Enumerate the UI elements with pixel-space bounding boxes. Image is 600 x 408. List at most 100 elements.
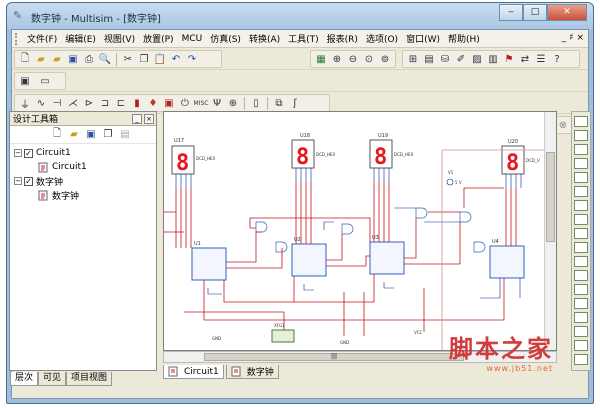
mdi-restore-button[interactable]: ♯	[569, 33, 574, 43]
and-gate[interactable]	[459, 211, 472, 223]
tree-node-clock[interactable]: − ✓ 数字钟	[14, 174, 156, 188]
list-icon[interactable]: ☰	[536, 53, 546, 65]
horizontal-scrollbar[interactable]: |||	[163, 351, 557, 363]
cmos-icon[interactable]: ⊏	[116, 97, 126, 109]
open-design-icon[interactable]: ▰	[70, 129, 78, 140]
menu-view[interactable]: 视图(V)	[103, 35, 136, 45]
bode-plotter-icon[interactable]	[574, 186, 588, 197]
open-sample-icon[interactable]: ▰	[53, 53, 61, 65]
zoom-out-icon[interactable]: ⊖	[348, 53, 358, 65]
tab-project-view[interactable]: 项目视图	[66, 372, 113, 386]
tab-clock[interactable]: 数字钟	[225, 365, 279, 379]
misc-digital-icon[interactable]: ▮	[134, 97, 140, 109]
title-bar[interactable]: ✎ 数字钟 - Multisim - [数字钟] ‒ □ ✕	[7, 3, 593, 29]
tree-node-circuit1-sheet[interactable]: Circuit1	[14, 160, 156, 174]
menu-mcu[interactable]: MCU	[181, 33, 203, 44]
tektronix-oscilloscope-icon[interactable]	[574, 354, 588, 365]
power-component-icon[interactable]: ⏻	[181, 97, 189, 109]
menu-window[interactable]: 窗口(W)	[406, 35, 440, 45]
open-folder-icon[interactable]: ▰	[37, 53, 45, 65]
and-gate[interactable]	[341, 223, 354, 235]
tab-hierarchy[interactable]: 层次	[10, 372, 39, 386]
zoom-fit-icon[interactable]: ⊚	[380, 53, 390, 65]
counter-ic-2[interactable]: U2	[291, 237, 327, 277]
menu-options[interactable]: 选项(O)	[365, 35, 399, 45]
undo-icon[interactable]: ↶	[171, 53, 181, 65]
spreadsheet-view-icon[interactable]: ▭	[40, 75, 50, 87]
analog-icon[interactable]: ⊳	[84, 97, 94, 109]
menu-simulate[interactable]: 仿真(S)	[210, 35, 241, 45]
counter-ic-4[interactable]: U4	[489, 239, 525, 279]
vertical-scrollbar[interactable]	[544, 112, 556, 350]
paste-icon[interactable]: 📋	[153, 53, 167, 65]
power-source-vcc[interactable]: V1 5 V	[446, 170, 462, 186]
function-generator-xfg1[interactable]: XFG1	[271, 323, 295, 343]
database-icon[interactable]: ⛁	[440, 53, 450, 65]
word-generator-icon[interactable]	[574, 214, 588, 225]
distortion-analyzer-icon[interactable]	[574, 270, 588, 281]
save-design-icon[interactable]: ▣	[86, 129, 96, 140]
zoom-in-icon[interactable]: ⊕	[332, 53, 342, 65]
close-button[interactable]: ✕	[547, 4, 587, 21]
frequency-counter-icon[interactable]	[574, 200, 588, 211]
horizontal-scroll-thumb[interactable]: |||	[204, 353, 464, 361]
menu-reports[interactable]: 报表(R)	[326, 35, 358, 45]
tab-circuit1[interactable]: Circuit1	[163, 365, 224, 379]
tab-visibility[interactable]: 可见	[38, 372, 67, 386]
basic-icon[interactable]: ∿	[36, 97, 46, 109]
collapse-icon[interactable]: −	[14, 149, 22, 157]
close-design-icon[interactable]: ❐	[103, 129, 113, 140]
collapse-icon[interactable]: −	[14, 177, 22, 185]
tree-node-clock-sheet[interactable]: 数字钟	[14, 188, 156, 202]
menu-transfer[interactable]: 转换(A)	[248, 35, 281, 45]
mdi-close-button[interactable]: ×	[576, 33, 584, 43]
oscilloscope-icon[interactable]	[574, 158, 588, 169]
electromechanical-icon[interactable]: ⊕	[228, 97, 238, 109]
network-analyzer-icon[interactable]	[574, 298, 588, 309]
menu-tools[interactable]: 工具(T)	[288, 35, 319, 45]
zoom-area-icon[interactable]: ⊙	[364, 53, 374, 65]
seven-segment-display-1[interactable]: 8 U17 DCD_HEX	[171, 138, 215, 176]
seven-segment-display-3[interactable]: 8 U19 DCD_HEX	[369, 133, 413, 170]
panel-close-button[interactable]: ×	[144, 113, 154, 124]
tree-node-circuit1[interactable]: − ✓ Circuit1	[14, 146, 156, 160]
bus-icon[interactable]: ʃ	[293, 97, 297, 109]
checkbox-checked-icon[interactable]: ✓	[24, 148, 33, 158]
new-file-icon[interactable]: 🗋	[20, 52, 30, 64]
help-icon[interactable]: ?	[554, 53, 560, 65]
panel-minimize-button[interactable]: _	[132, 113, 142, 124]
rf-icon[interactable]: Ψ	[213, 97, 221, 109]
agilent-generator-icon[interactable]	[574, 312, 588, 323]
menu-file[interactable]: 文件(F)	[27, 35, 58, 45]
counter-ic-3[interactable]: U3	[369, 235, 405, 275]
iv-analyzer-icon[interactable]	[574, 256, 588, 267]
minimize-button[interactable]: ‒	[499, 4, 523, 21]
vertical-scroll-thumb[interactable]	[546, 152, 555, 242]
hierarchy-icon[interactable]: ⊞	[408, 53, 418, 65]
and-gate[interactable]	[415, 207, 428, 219]
diode-icon[interactable]: ⊣	[52, 97, 62, 109]
transistor-icon[interactable]: ⋌	[68, 97, 78, 109]
menu-edit[interactable]: 编辑(E)	[65, 35, 96, 45]
four-channel-oscilloscope-icon[interactable]	[574, 172, 588, 183]
print-icon[interactable]: ⎙	[85, 53, 93, 65]
print-preview-icon[interactable]: 🔍	[98, 53, 112, 65]
spectrum-analyzer-icon[interactable]	[574, 284, 588, 295]
ttl-icon[interactable]: ⊐	[100, 97, 110, 109]
checkbox-checked-icon[interactable]: ✓	[24, 176, 33, 186]
seven-segment-display-2[interactable]: 8 U18 DCD_HEX	[291, 133, 335, 170]
misc-icon[interactable]: MISC	[193, 99, 209, 107]
counter-ic-1[interactable]: U1	[191, 241, 227, 281]
logic-analyzer-icon[interactable]	[574, 228, 588, 239]
properties-icon[interactable]: ▤	[120, 129, 130, 140]
indicator-icon[interactable]: ▣	[164, 97, 174, 109]
save-icon[interactable]: ▣	[68, 53, 78, 65]
source-icon[interactable]: ⏚	[20, 99, 30, 111]
menu-place[interactable]: 放置(P)	[143, 35, 174, 45]
logic-converter-icon[interactable]	[574, 242, 588, 253]
component-wizard-icon[interactable]: ✐	[456, 53, 466, 65]
function-generator-icon[interactable]	[574, 130, 588, 141]
cut-icon[interactable]: ✂	[123, 53, 133, 65]
mixed-icon[interactable]: ♦	[148, 97, 158, 109]
remove-breakpoints-icon[interactable]: ⊗	[558, 119, 568, 131]
